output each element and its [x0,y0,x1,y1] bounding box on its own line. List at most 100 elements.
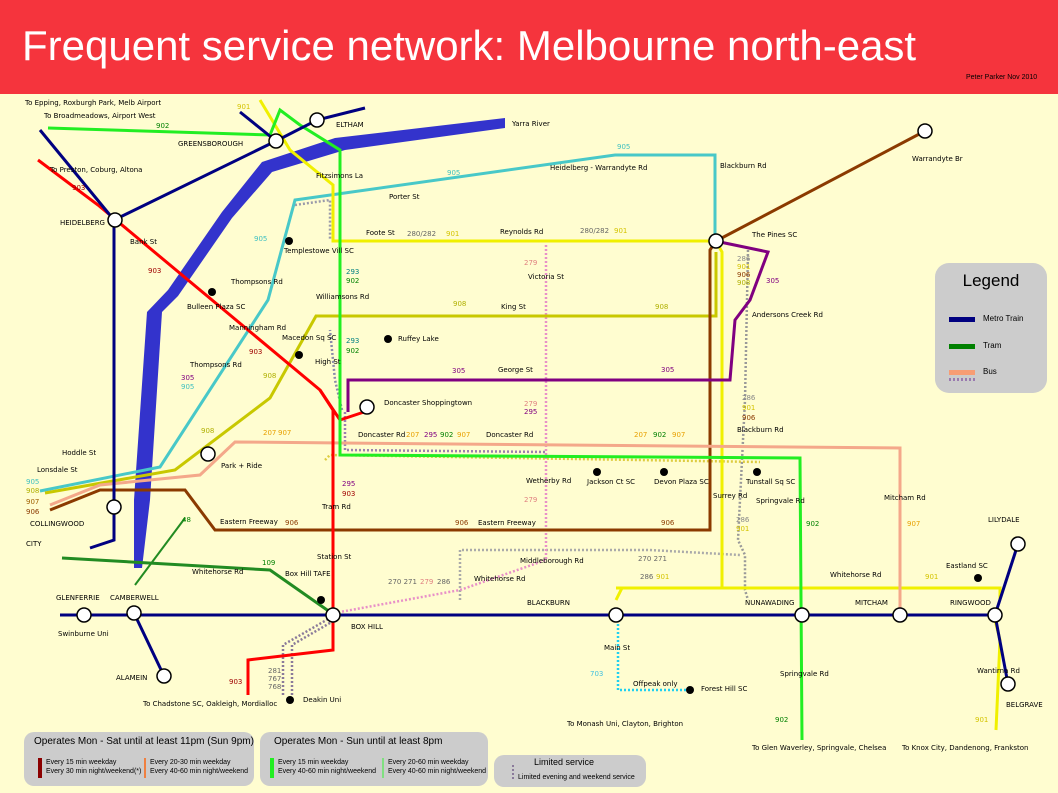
places-layer: To Epping, Roxburgh Park, Melb AirportTo… [24,99,1028,752]
place-label: Blackburn Rd [737,426,784,434]
station-marker [325,607,341,623]
mon-sun-box: Operates Mon - Sun until at least 8pm Ev… [260,732,488,786]
route-280-dotted [294,198,332,240]
route-number: 902 [806,520,819,528]
route-number: 286 [437,578,451,586]
station-label: GREENSBOROUGH [178,140,243,148]
place-label: Surrey Rd [713,492,747,500]
mon-sun-a2: Every 40-60 min night/weekend [278,768,377,775]
route-number: 905 [181,383,194,391]
route-number: 768 [268,683,281,691]
route-number: 295 [424,431,437,439]
route-number: 305 [181,374,194,382]
route-number: 270 271 [638,555,667,563]
mon-sat-a2: Every 30 min night/weekend(*) [46,768,142,775]
legend-panel: Legend Metro Train Tram Bus [935,263,1047,393]
station-label: Park + Ride [221,462,262,470]
route-number: 286 [640,573,654,581]
route-number: 906 [285,519,299,527]
limited-box: Limited service Limited evening and week… [494,755,646,787]
station-marker [126,605,142,621]
place-label: Templestowe Vill SC [283,247,354,255]
place-label: Springvale Rd [756,497,805,505]
route-number: 902 [346,347,359,355]
route-number: 293 [346,337,359,345]
place-dot [593,468,601,476]
place-label: Thompsons Rd [230,278,283,286]
station-label: GLENFERRIE [56,594,100,602]
place-label: Jackson Ct SC [586,478,635,486]
place-label: Yarra River [511,120,550,128]
route-907-dotted [324,453,761,464]
station-label: CAMBERWELL [110,594,159,602]
route-number: 279 [420,578,433,586]
route-number: 286 [737,255,751,263]
place-label: Fitzsimons La [316,172,363,180]
station-marker [892,607,908,623]
route-number: 906 [455,519,469,527]
legend-swatch-bus-limited [949,378,975,381]
route-number: 906 [26,508,40,516]
line-hurstbridge [89,106,366,550]
route-number: 280/282 [580,227,609,235]
route-905 [39,153,717,493]
place-label: Springvale Rd [780,670,829,678]
place-label: Box Hill TAFE [285,570,331,578]
route-270-dotted [458,548,741,600]
place-dot [295,351,303,359]
route-number: 901 [925,573,938,581]
line-epping [38,129,116,221]
station-label: BOX HILL [351,623,383,631]
place-label: Forest Hill SC [701,685,747,693]
bus-dotted-lines [281,198,761,695]
train-lines [38,106,1020,685]
place-label: Heidelberg - Warrandyte Rd [550,164,647,172]
route-number: 905 [617,143,630,151]
route-767-dotted [290,618,336,695]
route-281-dotted [281,616,331,695]
route-number: 305 [452,367,465,375]
route-number: 901 [656,573,669,581]
station-label: Warrandyte Br [912,155,963,163]
route-number: 305 [766,277,779,285]
station-label: NUNAWADING [745,599,794,607]
place-label: High St [315,358,341,366]
route-number: 109 [262,559,275,567]
place-dot [208,288,216,296]
route-number: 901 [975,716,988,724]
route-number: 903 [342,490,355,498]
route-number: 901 [737,263,750,271]
place-label: To Preston, Coburg, Altona [49,166,142,174]
station-label: RINGWOOD [950,599,991,607]
station-marker [1000,676,1016,692]
route-number: 907 [672,431,685,439]
place-dot [286,696,294,704]
route-number: 305 [661,366,674,374]
route-number: 48 [182,516,191,524]
place-label: Wetherby Rd [526,477,571,485]
station-label: Doncaster Shoppingtown [384,399,472,407]
route-number: 908 [655,303,668,311]
station-marker [1010,536,1026,552]
place-label: Mitcham Rd [884,494,926,502]
route-number: 293 [346,268,359,276]
route-number: 908 [26,487,39,495]
place-label: Foote St [366,229,395,237]
place-label: Devon Plaza SC [654,478,709,486]
route-number: 905 [447,169,460,177]
route-number: 703 [590,670,603,678]
route-number: 270 271 [388,578,417,586]
route-number: 906 [742,414,756,422]
place-label: To Monash Uni, Clayton, Brighton [566,720,683,728]
place-label: Swinburne Uni [58,630,109,638]
dots [208,237,982,704]
route-number: 907 [457,431,470,439]
place-label: Bulleen Plaza SC [187,303,245,311]
route-number: 903 [72,184,85,192]
route-number: 906 [661,519,675,527]
station-marker [359,399,375,415]
station-marker [917,123,933,139]
legend-label-tram: Tram [983,341,1002,350]
route-number: 907 [278,429,291,437]
